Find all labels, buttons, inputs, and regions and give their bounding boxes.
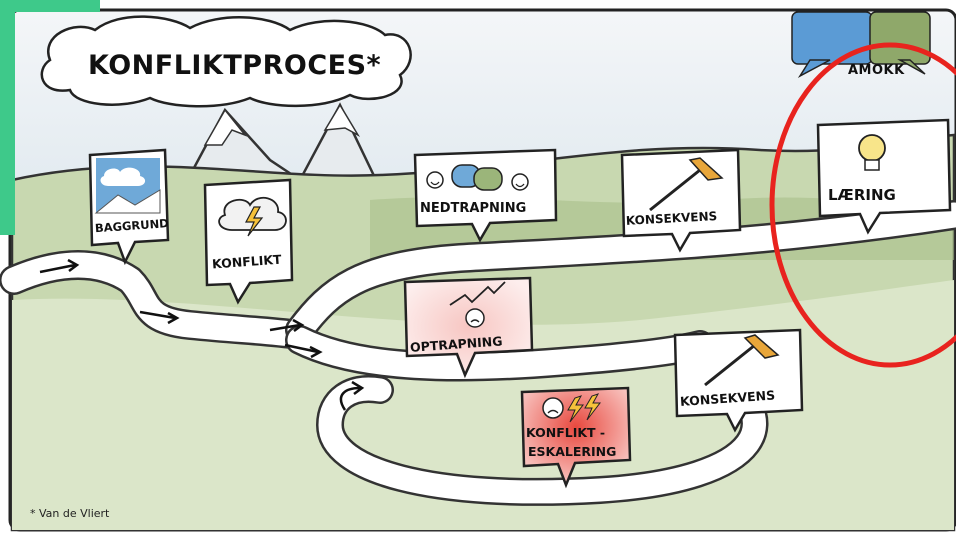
page-title: KONFLIKTPROCES* [88, 50, 381, 81]
speech-bubble-green-icon [473, 167, 503, 191]
trend-up-icon [449, 281, 506, 306]
baggrund-label: BAGGRUND [94, 216, 169, 235]
smiley-icon-right [511, 173, 529, 191]
node-optrapning: OPTRAPNING [403, 276, 534, 379]
footnote: * Van de Vliert [30, 507, 110, 520]
node-eskalering: KONFLIKT - ESKALERING [520, 386, 632, 489]
road-arrows [39, 258, 365, 411]
eskalering-label-line2: ESKALERING [528, 444, 616, 459]
road-network [0, 200, 956, 506]
node-konflikt: KONFLIKT [203, 178, 294, 305]
sad-face-icon [465, 308, 485, 328]
node-konsekvens-bottom: KONSEKVENS [673, 328, 804, 433]
konsekvens-top-label: KONSEKVENS [626, 209, 718, 228]
hammer-icon-bottom [704, 343, 756, 387]
lightbulb-icon [858, 134, 886, 162]
konsekvens-bottom-label: KONSEKVENS [680, 387, 776, 409]
title-cloud: KONFLIKTPROCES* [40, 15, 412, 108]
angry-face-icon [542, 397, 564, 419]
lightning-icon-double [567, 393, 602, 423]
laering-label: LÆRING [828, 186, 896, 204]
konflikt-label: KONFLIKT [212, 252, 283, 272]
node-laering: LÆRING [816, 118, 952, 235]
green-side-bar [0, 0, 15, 235]
logo-text: AMOKK [848, 63, 905, 78]
node-nedtrapning: NEDTRAPNING [413, 148, 558, 243]
optrapning-label: OPTRAPNING [410, 333, 503, 354]
highlight-circle [769, 42, 956, 368]
node-baggrund: BAGGRUND [88, 148, 170, 266]
nedtrapning-label: NEDTRAPNING [420, 201, 526, 216]
node-konsekvens-top: KONSEKVENS [620, 148, 742, 253]
lightning-icon [245, 206, 264, 237]
green-top-bar [0, 0, 100, 12]
smiley-icon [426, 171, 444, 189]
eskalering-label-line1: KONFLIKT - [526, 425, 605, 440]
hammer-icon [649, 168, 701, 212]
